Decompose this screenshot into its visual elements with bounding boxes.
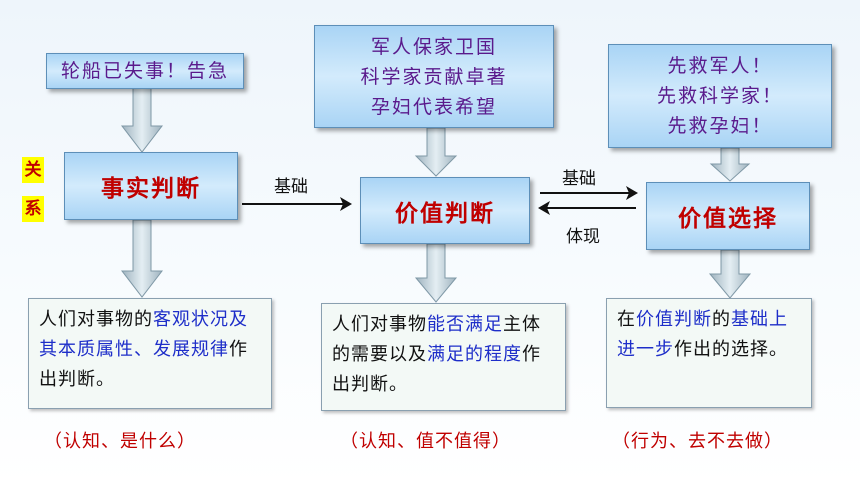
desc-highlight: 能否满足 bbox=[427, 314, 503, 335]
desc-text: 作出判断。 bbox=[39, 339, 248, 390]
desc-text: 人们对事物的 bbox=[39, 309, 153, 330]
arrow-label-fact-to-value: 基础 bbox=[274, 177, 308, 197]
top-box-left-text: 轮船已失事！告急 bbox=[60, 60, 229, 82]
desc-text: 作出的选择。 bbox=[674, 339, 788, 360]
arrow-label-choice-to-value: 体现 bbox=[566, 227, 600, 247]
desc-highlight: 满足的程度 bbox=[427, 344, 522, 365]
desc-highlight: 客观状况及其本质属性、发展规律 bbox=[39, 309, 248, 360]
top-box-right: 先救军人！ 先救科学家！ 先救孕妇！ bbox=[608, 44, 832, 148]
top-box-middle-line: 科学家贡献卓著 bbox=[360, 65, 508, 88]
top-box-right-line: 先救孕妇！ bbox=[667, 115, 773, 137]
value-judgment-box: 价值判断 bbox=[360, 177, 530, 244]
value-judgment-label: 价值判断 bbox=[395, 199, 495, 227]
value-description: 人们对事物能否满足主体的需要以及满足的程度作出判断。 bbox=[321, 303, 566, 411]
arrow-label-value-to-choice: 基础 bbox=[562, 169, 596, 189]
down-arrow-left-top bbox=[120, 87, 164, 153]
desc-text: 在 bbox=[617, 309, 636, 330]
fact-note: （认知、是什么） bbox=[44, 431, 196, 452]
value-choice-label: 价值选择 bbox=[678, 205, 778, 232]
fact-judgment-box: 事实判断 bbox=[64, 152, 238, 220]
desc-text: 人们对事物 bbox=[332, 314, 427, 335]
relation-label-bottom: 系 bbox=[22, 196, 44, 222]
down-arrow-right-top bbox=[709, 147, 751, 182]
down-arrow-left-bottom bbox=[120, 219, 164, 298]
top-box-right-line: 先救科学家！ bbox=[656, 85, 783, 107]
value-choice-box: 价值选择 bbox=[646, 182, 810, 250]
top-box-left: 轮船已失事！告急 bbox=[46, 53, 244, 89]
value-note: （认知、值不值得） bbox=[340, 431, 511, 452]
down-arrow-middle-bottom bbox=[414, 243, 458, 303]
relation-label-top: 关 bbox=[22, 157, 44, 183]
fact-description: 人们对事物的客观状况及其本质属性、发展规律作出判断。 bbox=[28, 298, 272, 409]
top-box-middle-line: 孕妇代表希望 bbox=[370, 95, 497, 118]
fact-judgment-label: 事实判断 bbox=[101, 175, 201, 202]
desc-highlight: 价值判断 bbox=[636, 309, 712, 330]
top-box-middle-line: 军人保家卫国 bbox=[370, 35, 497, 58]
choice-note: （行为、去不去做） bbox=[612, 431, 783, 452]
desc-highlight: 基础上进一步 bbox=[617, 309, 788, 360]
choice-description: 在价值判断的基础上进一步作出的选择。 bbox=[606, 298, 812, 408]
desc-text: 的 bbox=[712, 309, 731, 330]
desc-text: 作出判断。 bbox=[332, 344, 541, 395]
down-arrow-middle-top bbox=[414, 127, 458, 177]
top-box-right-line: 先救军人！ bbox=[667, 55, 773, 77]
desc-text: 主体的需要以及 bbox=[332, 314, 541, 365]
top-box-middle: 军人保家卫国 科学家贡献卓著 孕妇代表希望 bbox=[314, 25, 554, 128]
down-arrow-right-bottom bbox=[708, 249, 752, 299]
